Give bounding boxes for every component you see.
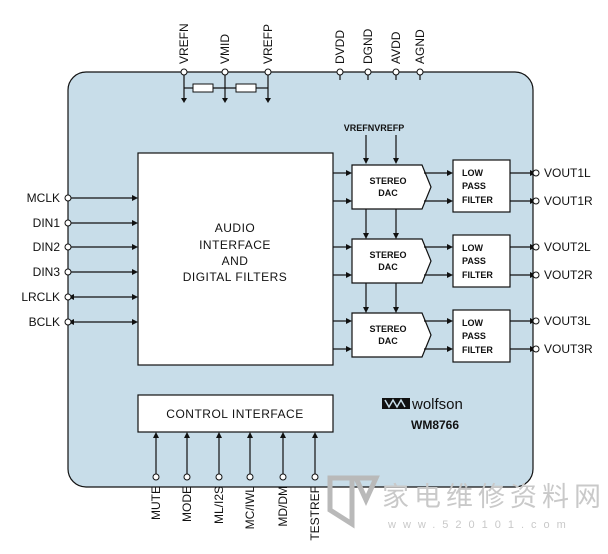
wolfson-logo-mark xyxy=(382,398,410,409)
watermark-url: www.520101.com xyxy=(387,519,573,531)
control-interface-block xyxy=(137,394,334,433)
pin-vout2r-terminal xyxy=(532,271,540,279)
left-input-wires xyxy=(68,195,138,325)
audio-block-line-4: DIGITAL FILTERS xyxy=(183,270,288,284)
audio-block-line-1: AUDIO xyxy=(215,221,256,235)
lpf-3-label-1: LOW xyxy=(462,318,483,328)
pin-label-mode: MODE xyxy=(180,486,194,522)
pin-mclk-terminal xyxy=(64,194,72,202)
dac-1-label-2: DAC xyxy=(378,188,398,198)
lpf-2-label-3: FILTER xyxy=(462,270,493,280)
wolfson-logo: wolfson WM8766 xyxy=(382,396,463,432)
pin-label-din3: DIN3 xyxy=(33,265,61,279)
lpf-2-label-1: LOW xyxy=(462,243,483,253)
pin-din1-terminal xyxy=(64,219,72,227)
pin-label-din2: DIN2 xyxy=(33,240,61,254)
pin-ml-i2s-terminal xyxy=(215,473,223,481)
watermark-chinese-text: 家电维修资料网 xyxy=(382,482,606,512)
audio-interface-block xyxy=(137,152,334,366)
audio-to-dac-wires xyxy=(333,170,352,352)
pin-label-vout2l: VOUT2L xyxy=(544,240,591,254)
pin-agnd-terminal xyxy=(416,68,424,76)
lpf-2-label-2: PASS xyxy=(462,256,486,266)
pin-label-vrefn: VREFN xyxy=(177,23,191,64)
lpf-3: LOW PASS FILTER xyxy=(452,309,511,363)
pin-mute-terminal xyxy=(152,473,160,481)
bottom-control-wires xyxy=(153,432,318,477)
pin-vout3l-terminal xyxy=(532,317,540,325)
dac-3-label-2: DAC xyxy=(378,336,398,346)
pin-vout2l-terminal xyxy=(532,243,540,251)
dac-to-lpf-wires xyxy=(424,170,453,352)
pin-lrclk-terminal xyxy=(64,293,72,301)
pin-dgnd-terminal xyxy=(364,68,372,76)
dac-vref-label: VREFNVREFP xyxy=(344,123,405,133)
pin-label-ml-i2s: ML/I2S xyxy=(212,486,226,524)
pin-testref-terminal xyxy=(311,473,319,481)
audio-block-line-2: INTERFACE xyxy=(199,238,271,252)
pin-label-md-dm: MD/DM xyxy=(276,486,290,527)
dac-2: STEREO DAC xyxy=(351,238,432,284)
audio-block-line-3: AND xyxy=(222,254,249,268)
pin-label-testref: TESTREF xyxy=(308,486,322,541)
control-interface-label: CONTROL INTERFACE xyxy=(166,407,303,421)
pin-label-mc-iwl: MC/IWL xyxy=(243,486,257,530)
part-number: WM8766 xyxy=(411,418,459,432)
pin-din2-terminal xyxy=(64,243,72,251)
pin-label-vrefp: VREFP xyxy=(261,24,275,64)
dac-3: STEREO DAC xyxy=(351,312,432,358)
pin-label-agnd: AGND xyxy=(413,29,427,64)
site-watermark: 家电维修资料网 www.520101.com xyxy=(327,475,606,531)
pin-md-dm-terminal xyxy=(279,473,287,481)
lpf-2: LOW PASS FILTER xyxy=(452,234,511,288)
pin-din3-terminal xyxy=(64,268,72,276)
watermark-logo-icon xyxy=(327,475,355,529)
lpf-1: LOW PASS FILTER xyxy=(452,159,511,213)
pin-avdd-terminal xyxy=(392,68,400,76)
pin-vmid-terminal xyxy=(221,68,229,76)
dac-1-label-1: STEREO xyxy=(369,176,406,186)
pin-label-vout1r: VOUT1R xyxy=(544,194,593,208)
pin-bclk-terminal xyxy=(64,318,72,326)
pin-label-din1: DIN1 xyxy=(33,216,61,230)
pin-vrefp-terminal xyxy=(264,68,272,76)
pin-label-avdd: AVDD xyxy=(389,31,403,64)
pin-label-dvdd: DVDD xyxy=(333,30,347,64)
lpf-3-label-3: FILTER xyxy=(462,345,493,355)
pin-label-mute: MUTE xyxy=(149,486,163,520)
pin-vout1l-terminal xyxy=(532,169,540,177)
dac-2-label-1: STEREO xyxy=(369,250,406,260)
dac-3-label-1: STEREO xyxy=(369,324,406,334)
dac-1: STEREO DAC xyxy=(351,164,432,210)
pin-label-vout3l: VOUT3L xyxy=(544,314,591,328)
pin-label-vout1l: VOUT1L xyxy=(544,166,591,180)
pin-mode-terminal xyxy=(183,473,191,481)
vref-resistor-ladder xyxy=(181,80,271,103)
lpf-1-label-1: LOW xyxy=(462,168,483,178)
pin-label-lrclk: LRCLK xyxy=(21,290,60,304)
pin-label-vmid: VMID xyxy=(218,34,232,64)
pin-vrefn-terminal xyxy=(180,68,188,76)
pin-label-mclk: MCLK xyxy=(27,191,60,205)
pin-vout1r-terminal xyxy=(532,197,540,205)
lpf-1-label-3: FILTER xyxy=(462,195,493,205)
pin-label-dgnd: DGND xyxy=(361,28,375,64)
pin-dvdd-terminal xyxy=(336,68,344,76)
pin-label-vout2r: VOUT2R xyxy=(544,268,593,282)
dac-2-label-2: DAC xyxy=(378,262,398,272)
pin-label-vout3r: VOUT3R xyxy=(544,342,593,356)
pin-vout3r-terminal xyxy=(532,345,540,353)
lpf-1-label-2: PASS xyxy=(462,181,486,191)
pin-label-bclk: BCLK xyxy=(29,315,60,329)
pins-layer: VREFN VMID VREFP DVDD DGND AVDD AGND MCLK DIN1DI… xyxy=(21,23,593,540)
wolfson-brand-text: wolfson xyxy=(411,396,463,413)
pin-mc-iwl-terminal xyxy=(246,473,254,481)
lpf-3-label-2: PASS xyxy=(462,331,486,341)
